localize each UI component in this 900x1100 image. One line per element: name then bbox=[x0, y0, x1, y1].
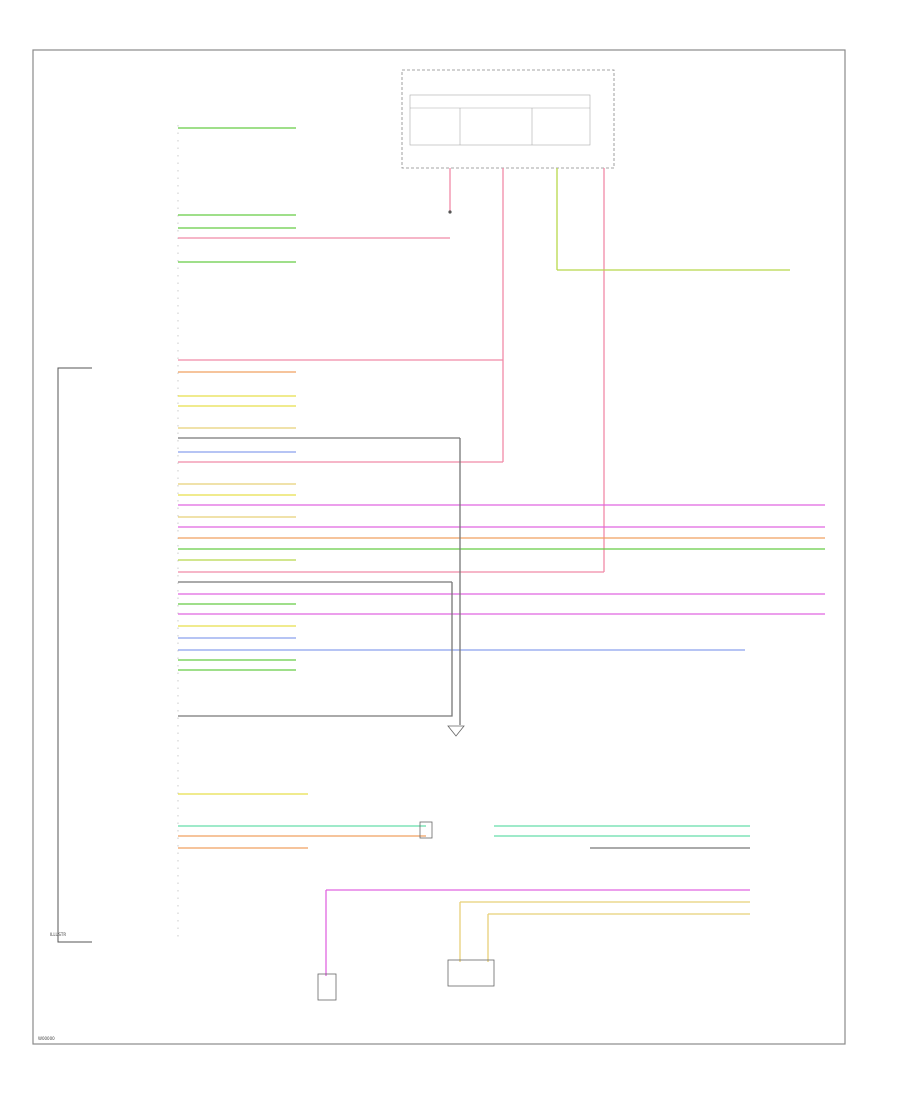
component-box-2 bbox=[447, 959, 495, 987]
footer-bottom-label: W00000 bbox=[38, 1036, 55, 1041]
control-module-inner bbox=[409, 94, 591, 146]
module-connector-bracket bbox=[57, 367, 92, 943]
control-module-box bbox=[401, 69, 615, 169]
ground-wire-1 bbox=[444, 582, 453, 717]
ground-symbol bbox=[447, 725, 465, 737]
diagram-border bbox=[32, 49, 846, 1045]
splice-dot bbox=[448, 210, 452, 214]
wire-group bbox=[178, 127, 825, 849]
footer-left-label: ILLUSTR bbox=[50, 932, 66, 937]
component-box-3 bbox=[419, 821, 433, 839]
component-box-1 bbox=[317, 973, 337, 1001]
